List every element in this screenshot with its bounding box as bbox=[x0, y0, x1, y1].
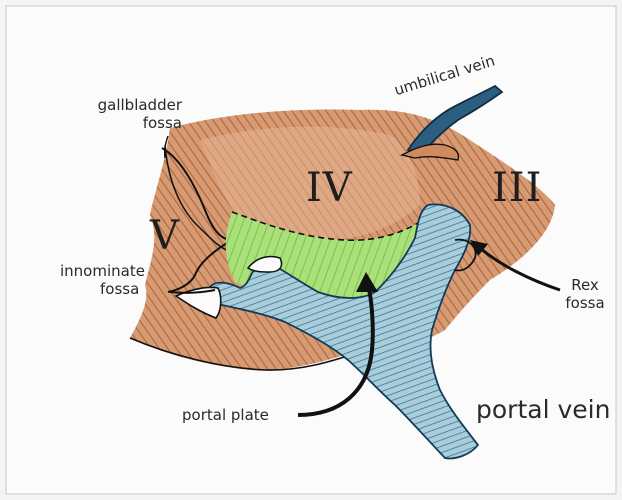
portal-plate-text: portal plate bbox=[182, 406, 269, 424]
portal-plate-label: portal plate bbox=[182, 406, 269, 424]
rex-fossa-label: Rex fossa bbox=[558, 276, 612, 312]
portal-vein-label: portal vein bbox=[476, 396, 610, 424]
rex-fossa-line1: Rex bbox=[558, 276, 612, 294]
innominate-fossa-line1: innominate bbox=[60, 262, 145, 280]
gallbladder-fossa-line2: fossa bbox=[72, 114, 182, 132]
innominate-fossa-label: innominate fossa bbox=[60, 262, 145, 298]
segment-v-label: V bbox=[150, 214, 180, 258]
innominate-fossa-line2: fossa bbox=[60, 280, 145, 298]
portal-vein-text: portal vein bbox=[476, 395, 610, 424]
segment-iv-label: IV bbox=[306, 166, 353, 210]
segment-iii-label: III bbox=[492, 166, 542, 210]
gallbladder-fossa-line1: gallbladder bbox=[72, 96, 182, 114]
gallbladder-fossa-label: gallbladder fossa bbox=[72, 96, 182, 132]
rex-fossa-line2: fossa bbox=[558, 294, 612, 312]
